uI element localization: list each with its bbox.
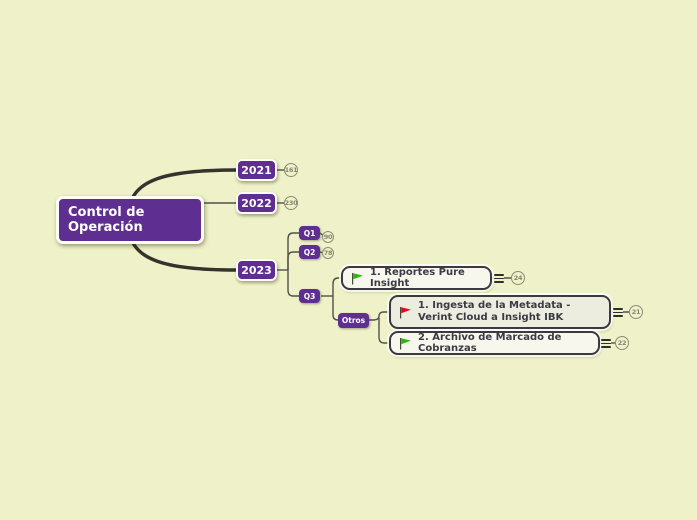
task-count-badge-2021[interactable]: 161 [284, 163, 298, 177]
year-node-2022[interactable]: 2022 [236, 192, 277, 214]
green-flag-icon [400, 337, 411, 349]
year-node-label: 2021 [241, 163, 272, 177]
quarter-node-q3[interactable]: Q3 [299, 289, 320, 303]
notes-menu-icon[interactable] [601, 338, 611, 349]
otros-node[interactable]: Otros [338, 313, 369, 328]
year-node-label: 2022 [241, 196, 272, 210]
task-count-badge-q2[interactable]: 78 [322, 247, 334, 259]
task-count-badge[interactable]: 22 [615, 336, 629, 350]
task-count-badge-q1[interactable]: 90 [322, 231, 334, 243]
green-flag-icon [352, 272, 363, 284]
task-count-badge-2022[interactable]: 230 [284, 196, 298, 210]
year-node-2023[interactable]: 2023 [236, 259, 277, 281]
year-node-2021[interactable]: 2021 [236, 159, 277, 181]
quarter-node-label: Q3 [303, 291, 316, 301]
task-count-badge[interactable]: 21 [629, 305, 643, 319]
otros-node-label: Otros [341, 316, 366, 325]
quarter-node-q1[interactable]: Q1 [299, 226, 320, 240]
task-node[interactable]: 2. Archivo de Marcado de Cobranzas [389, 331, 600, 355]
notes-menu-icon[interactable] [494, 273, 504, 284]
quarter-node-label: Q1 [303, 228, 316, 238]
quarter-node-q2[interactable]: Q2 [299, 245, 320, 259]
task-count-badge[interactable]: 24 [511, 271, 525, 285]
root-node[interactable]: Control de Operación [56, 196, 204, 244]
quarter-node-label: Q2 [303, 247, 316, 257]
year-node-label: 2023 [241, 263, 272, 277]
task-label: 1. Ingesta de la Metadata - Verint Cloud… [418, 299, 571, 324]
red-flag-icon [400, 306, 411, 318]
root-node-label: Control de Operación [68, 204, 145, 235]
task-label: 2. Archivo de Marcado de Cobranzas [418, 332, 562, 354]
task-label: 1. Reportes Pure Insight [370, 267, 465, 289]
notes-menu-icon[interactable] [613, 307, 623, 318]
task-node[interactable]: 1. Ingesta de la Metadata - Verint Cloud… [389, 295, 611, 329]
task-node[interactable]: 1. Reportes Pure Insight [341, 266, 492, 290]
